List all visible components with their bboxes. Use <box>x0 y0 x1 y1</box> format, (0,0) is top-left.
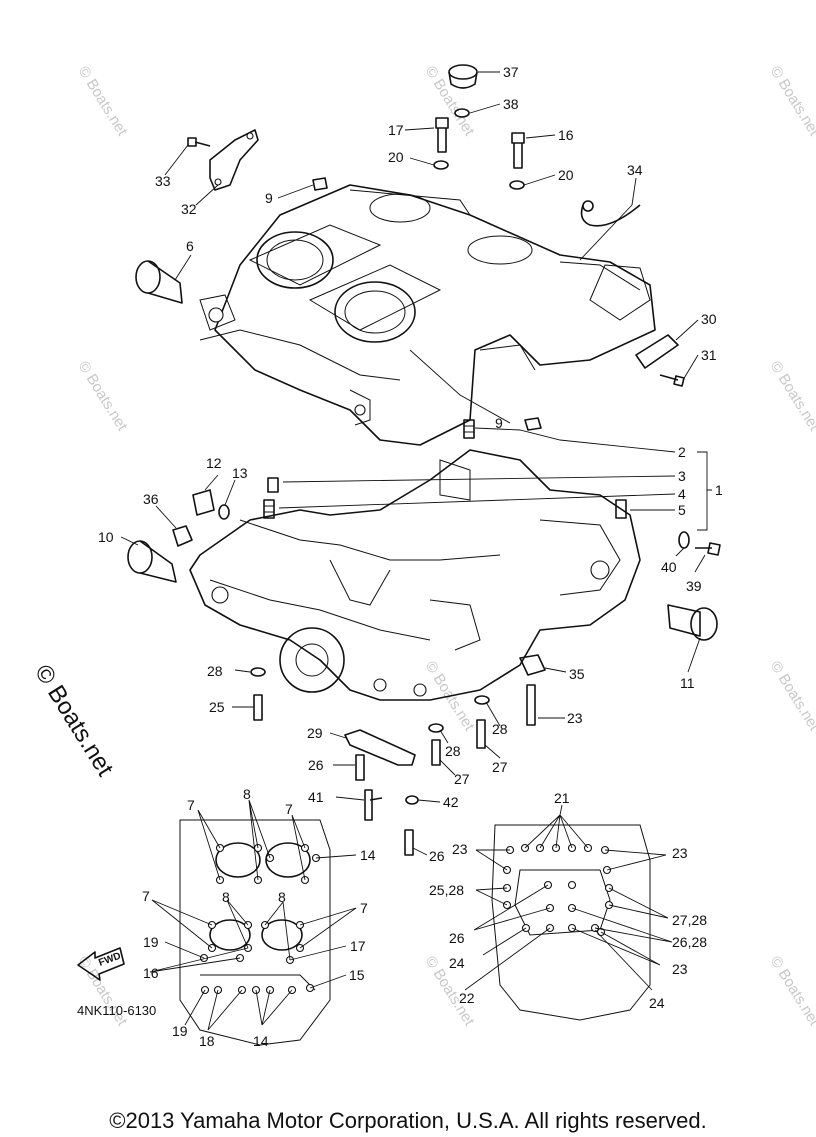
watermark: © Boats.net <box>767 658 816 734</box>
callout-label: 7 <box>187 797 195 813</box>
copyright-notice: ©2013 Yamaha Motor Corporation, U.S.A. A… <box>109 1108 707 1133</box>
callout-label: 17 <box>388 122 404 138</box>
callout-label: 27,28 <box>672 912 707 928</box>
callout-label: 6 <box>186 238 194 254</box>
callout-label: 8 <box>222 889 230 905</box>
callout-label: 41 <box>308 789 324 805</box>
callout-label: 9 <box>495 415 503 431</box>
callout-label: 32 <box>181 201 197 217</box>
callout-label: 18 <box>199 1033 215 1049</box>
callout-label: 26,28 <box>672 934 707 950</box>
callout-label: 1 <box>715 482 723 498</box>
watermark: © Boats.net <box>75 358 132 434</box>
callout-label: 17 <box>350 938 366 954</box>
bolt-holes <box>199 843 614 995</box>
callout-label: 24 <box>649 995 665 1011</box>
callout-label: 37 <box>503 64 519 80</box>
callout-label: 29 <box>307 725 323 741</box>
callout-label: 14 <box>360 847 376 863</box>
callout-label: 20 <box>388 149 404 165</box>
callout-label: 3 <box>678 468 686 484</box>
callout-labels: 37 38 17 16 20 20 34 33 32 9 6 30 31 9 2… <box>98 64 723 1049</box>
callout-label: 28 <box>445 743 461 759</box>
callout-label: 4 <box>678 486 686 502</box>
callout-label: 14 <box>253 1033 269 1049</box>
watermark: © Boats.net <box>767 358 816 434</box>
callout-label: 8 <box>243 786 251 802</box>
callout-label: 7 <box>142 888 150 904</box>
bolt-pattern-upper <box>179 819 331 1046</box>
callout-label: 22 <box>459 990 475 1006</box>
lower-crankcase <box>189 449 641 701</box>
callout-label: 11 <box>680 675 695 691</box>
callout-label: 2 <box>678 444 686 460</box>
callout-label: 23 <box>567 710 583 726</box>
callout-label: 31 <box>701 347 717 363</box>
callout-label: 25 <box>209 699 225 715</box>
callout-label: 40 <box>661 559 677 575</box>
callout-label: 36 <box>143 491 159 507</box>
bolt-pattern-lower <box>491 824 651 1021</box>
callout-label: 39 <box>686 578 702 594</box>
watermark: © Boats.net <box>767 63 816 139</box>
callout-label: 27 <box>454 771 470 787</box>
callout-label: 42 <box>443 794 459 810</box>
callout-label: 21 <box>554 790 570 806</box>
callout-label: 38 <box>503 96 519 112</box>
callout-label: 26 <box>308 757 324 773</box>
callout-label: 27 <box>492 759 508 775</box>
callout-label: 16 <box>143 965 159 981</box>
small-parts <box>127 64 721 856</box>
callout-label: 30 <box>701 311 717 327</box>
callout-label: 25,28 <box>429 882 464 898</box>
callout-label: 10 <box>98 529 114 545</box>
callout-label: 28 <box>207 663 223 679</box>
callout-label: 7 <box>360 900 368 916</box>
callout-label: 26 <box>449 930 465 946</box>
callout-label: 35 <box>569 666 585 682</box>
callout-label: 20 <box>558 167 574 183</box>
callout-label: 33 <box>155 173 171 189</box>
callout-label: 8 <box>278 889 286 905</box>
callout-label: 19 <box>172 1023 188 1039</box>
callout-label: 23 <box>672 961 688 977</box>
callout-label: 16 <box>558 127 574 143</box>
watermark: © Boats.net <box>75 63 132 139</box>
leader-lines <box>120 71 712 1031</box>
diagram-code: 4NK110-6130 <box>77 1003 157 1018</box>
callout-label: 9 <box>265 190 273 206</box>
callout-label: 15 <box>349 967 365 983</box>
callout-label: 5 <box>678 502 686 518</box>
callout-label: 23 <box>452 841 468 857</box>
callout-label: 7 <box>285 801 293 817</box>
callout-label: 28 <box>492 721 508 737</box>
callout-label: 19 <box>143 934 159 950</box>
callout-label: 23 <box>672 845 688 861</box>
watermark: © Boats.net <box>767 953 816 1029</box>
callout-label: 34 <box>627 162 643 178</box>
callout-label: 26 <box>429 848 445 864</box>
upper-crankcase <box>199 184 656 446</box>
callout-label: 12 <box>206 455 222 471</box>
callout-label: 13 <box>232 465 248 481</box>
callout-label: 24 <box>449 955 465 971</box>
